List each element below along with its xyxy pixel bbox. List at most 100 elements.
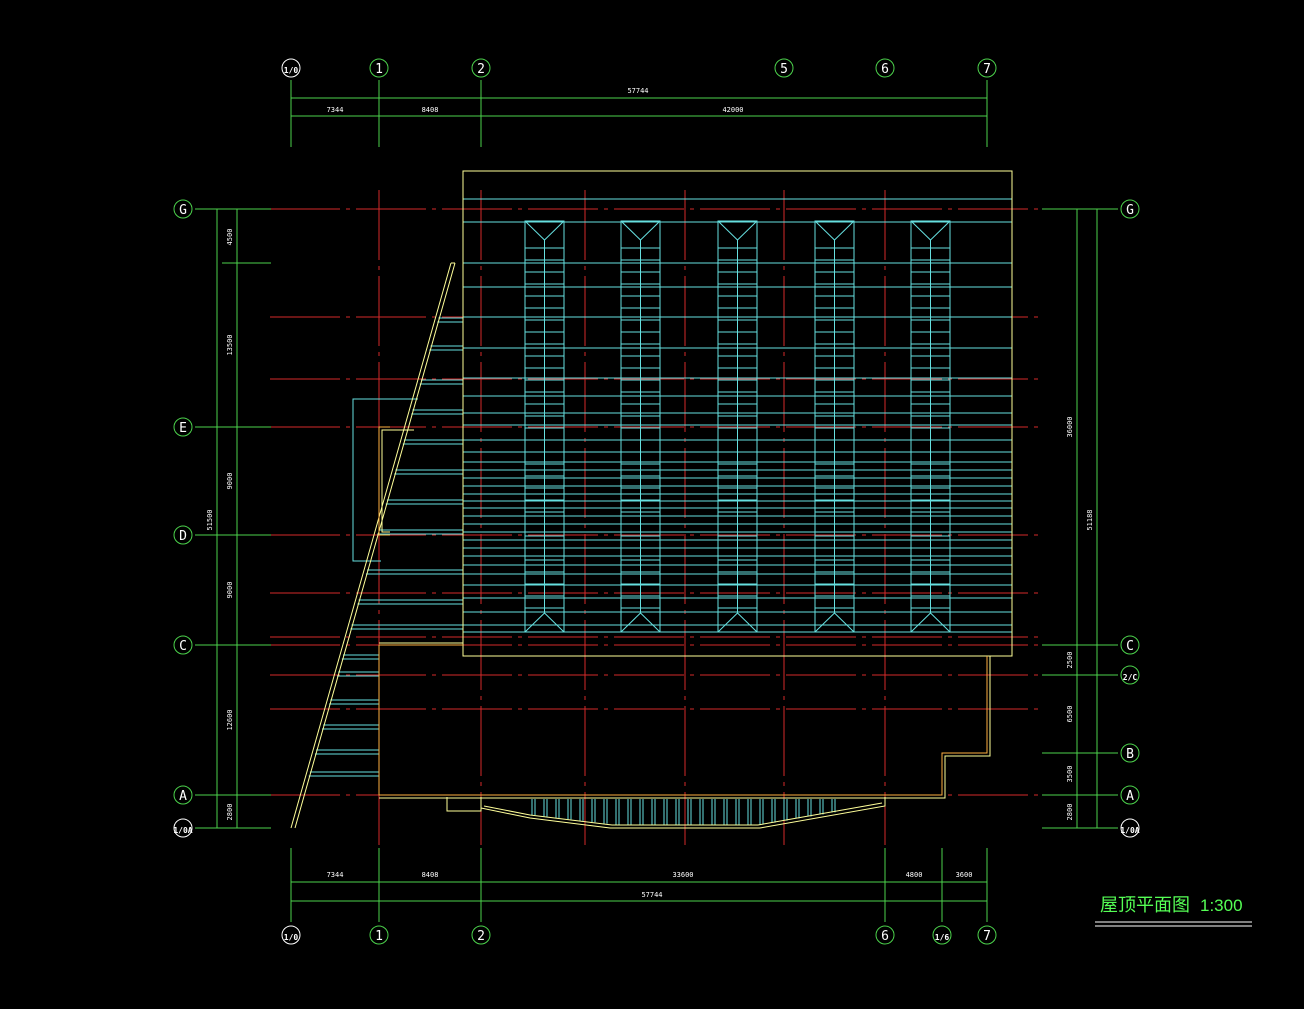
left-axis-bubble-label: G — [179, 203, 187, 218]
right-dim-text: 36000 — [1066, 416, 1074, 437]
drawing-scale: 1:300 — [1200, 896, 1243, 915]
bottom-axis-bubble-label: 6 — [881, 929, 889, 944]
skylight-hip — [620, 612, 641, 633]
top-axis-bubble-circle — [369, 58, 389, 78]
top-dim-total-text: 57744 — [627, 87, 648, 95]
bottom-dim-text: 7344 — [327, 871, 344, 879]
bottom-axis-bubble-circle — [977, 925, 997, 945]
bottom-axis-bubble-label: 1/0 — [284, 933, 299, 942]
bottom-dim-text: 4800 — [906, 871, 923, 879]
right-axis-bubble-circle — [1120, 665, 1140, 685]
left-dim-text: 13500 — [226, 334, 234, 355]
skylight-hip — [930, 220, 951, 241]
top-axis-bubble-circle — [977, 58, 997, 78]
top-axis-bubble-circle — [471, 58, 491, 78]
right-dim-text: 6500 — [1066, 706, 1074, 723]
skylight-hip — [910, 220, 931, 241]
skylight-hip — [640, 220, 661, 241]
top-axis-bubble-circle — [875, 58, 895, 78]
skylight-frame — [814, 220, 855, 633]
right-axis-bubble-label: B — [1126, 747, 1134, 762]
left-axis-bubble-circle — [173, 635, 193, 655]
left-axis-bubble-circle — [173, 818, 193, 838]
skylight-frame — [717, 220, 758, 633]
skylight-frame — [910, 220, 951, 633]
inset-wall — [378, 426, 390, 536]
lobby-outline — [352, 398, 418, 562]
left-dim-text: 9000 — [226, 473, 234, 490]
bottom-axis-bubble-circle — [875, 925, 895, 945]
inset-wall-inner — [381, 429, 414, 533]
skylight-hip — [544, 612, 565, 633]
canopy-curve-outer — [480, 797, 886, 829]
sloped-wall-outer — [294, 262, 456, 829]
skylight-hip — [834, 220, 855, 241]
bottom-axis-bubble-circle — [471, 925, 491, 945]
skylight-hip — [524, 612, 545, 633]
roof-structure-lines — [308, 198, 1012, 825]
right-dim-text: 2500 — [1066, 652, 1074, 669]
right-axis-bubble-circle — [1120, 743, 1140, 763]
skylight-hip — [544, 220, 565, 241]
left-axis-bubble-circle — [173, 785, 193, 805]
right-axis-bubble-circle — [1120, 199, 1140, 219]
bottom-axis-bubble-label: 1 — [375, 929, 383, 944]
skylight-hip — [814, 220, 835, 241]
lower-building-wall — [378, 645, 988, 796]
skylight-hip — [930, 612, 951, 633]
right-axis-bubble-label: G — [1126, 203, 1134, 218]
left-axis-bubble-circle — [173, 199, 193, 219]
roof-outline — [290, 170, 1013, 829]
left-axis-bubble-label: C — [179, 639, 187, 654]
sloped-wall-inner — [290, 262, 452, 829]
bottom-dim-total-text: 57744 — [641, 891, 662, 899]
right-axis-bubble-label: 1/0A — [1120, 826, 1139, 835]
bottom-dim-text: 33600 — [672, 871, 693, 879]
skylight-hip — [737, 220, 758, 241]
top-axis-bubble-label: 7 — [983, 62, 991, 77]
skylight-hip — [834, 612, 855, 633]
right-dim-total-text: 51188 — [1086, 509, 1094, 530]
top-axis-bubble-circle — [281, 58, 301, 78]
right-dim-text: 2800 — [1066, 804, 1074, 821]
skylight-hip — [737, 612, 758, 633]
skylight-frame — [620, 220, 661, 633]
left-dim-text: 12600 — [226, 709, 234, 730]
drawing-title-block: 屋顶平面图 1:300 — [1095, 895, 1252, 927]
skylight-hip — [910, 612, 931, 633]
top-axis-bubble-circle — [774, 58, 794, 78]
right-axis-bubble-label: 2/C — [1123, 673, 1138, 682]
skylight-hip — [620, 220, 641, 241]
top-dim-text: 42000 — [722, 106, 743, 114]
bottom-axis-bubble-circle — [281, 925, 301, 945]
left-dim-text: 9000 — [226, 582, 234, 599]
skylight-hip — [524, 220, 545, 241]
bottom-dim-text: 8408 — [422, 871, 439, 879]
bottom-axis-bubble-label: 2 — [477, 929, 485, 944]
dimension-lines — [195, 80, 1118, 922]
skylight-hip — [814, 612, 835, 633]
left-axis-bubble-circle — [173, 417, 193, 437]
bottom-axis-bubble-circle — [369, 925, 389, 945]
canopy-curve-inner — [483, 802, 883, 826]
canopy-left-block — [446, 797, 482, 812]
skylight-hip — [640, 612, 661, 633]
top-axis-bubble-label: 6 — [881, 62, 889, 77]
drawing-title: 屋顶平面图 — [1100, 895, 1190, 916]
top-axis-bubble-label: 5 — [780, 62, 788, 77]
top-dim-text: 7344 — [327, 106, 344, 114]
right-dim-text: 3500 — [1066, 766, 1074, 783]
bottom-axis-bubble-circle — [932, 925, 952, 945]
right-axis-bubble-circle — [1120, 785, 1140, 805]
left-axis-bubble-label: D — [179, 529, 187, 544]
left-dim-text: 4500 — [226, 229, 234, 246]
main-roof-outline — [462, 170, 1013, 657]
left-dim-total-text: 51500 — [206, 509, 214, 530]
top-axis-bubble-label: 1 — [375, 62, 383, 77]
right-axis-bubble-label: C — [1126, 639, 1134, 654]
right-axis-bubble-label: A — [1126, 789, 1134, 804]
left-axis-bubble-label: E — [179, 421, 187, 436]
